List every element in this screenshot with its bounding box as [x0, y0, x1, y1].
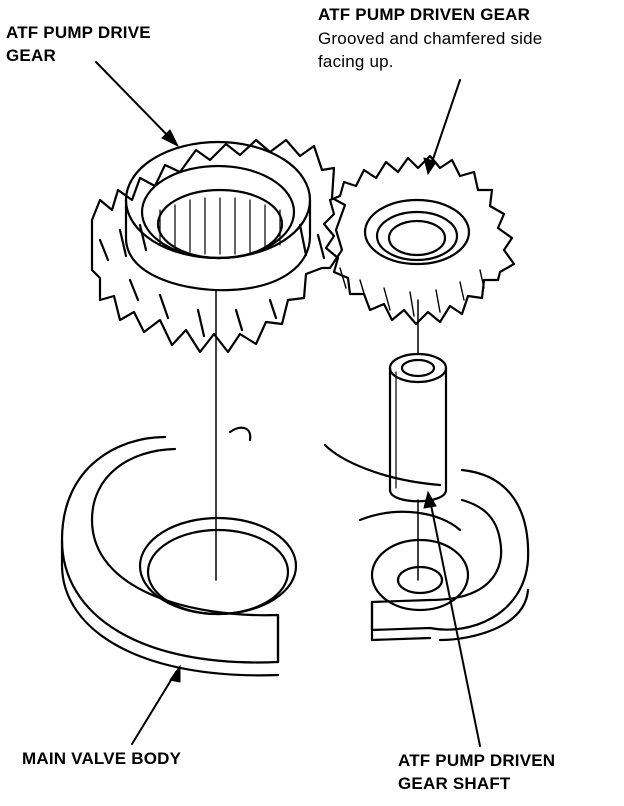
driven-gear-label-title: ATF PUMP DRIVEN GEAR [318, 5, 531, 24]
drive-gear-label-line2: GEAR [6, 46, 56, 65]
shaft-leader-arrow [429, 499, 481, 747]
leader-arrows [95, 61, 481, 747]
valve-body-leader-arrow [131, 671, 177, 745]
shaft-arrowhead [423, 490, 437, 509]
driven-gear-leader-arrow [429, 79, 461, 169]
driven-gear-note-line2: facing up. [318, 52, 394, 71]
driven-gear-arrowhead [423, 157, 437, 176]
drive-gear-leader-arrow [95, 61, 173, 141]
atf-pump-driven-gear [322, 154, 516, 326]
driven-gear-note-line1: Grooved and chamfered side [318, 29, 543, 48]
valve-body-arrowhead [169, 664, 181, 683]
drive-gear-label-line1: ATF PUMP DRIVE [6, 23, 151, 42]
shaft-label-line1: ATF PUMP DRIVEN [398, 751, 556, 770]
drive-gear-arrowhead [161, 129, 180, 148]
atf-pump-drive-gear [90, 138, 347, 354]
main-valve-body [60, 426, 530, 677]
valve-body-label: MAIN VALVE BODY [22, 749, 182, 768]
shaft-label-line2: GEAR SHAFT [398, 774, 511, 793]
